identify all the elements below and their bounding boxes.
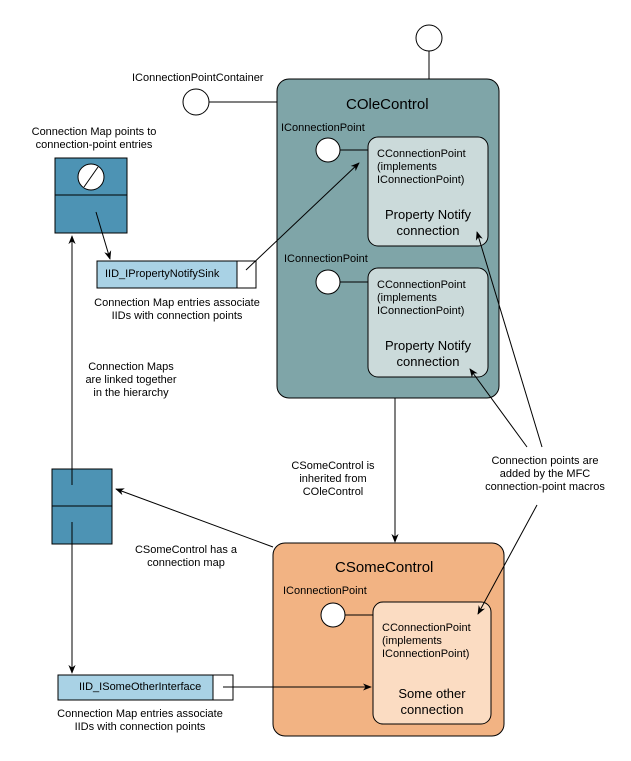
ole-cp2-interface-label: IConnectionPoint	[284, 253, 368, 265]
some-control-title: CSomeControl	[335, 559, 434, 576]
annotation-entries-associate-2: Connection Map entries associate IIDs wi…	[57, 708, 223, 733]
ole-cp1-class-text: CConnectionPoint (implements IConnection…	[377, 148, 466, 186]
annotation-inherited: CSomeControl is inherited from COleContr…	[291, 460, 375, 498]
some-cp-interface-label: IConnectionPoint	[283, 585, 367, 597]
null-pointer-slash	[83, 166, 99, 188]
ole-cp2-box	[367, 267, 489, 378]
entry1-to-cp-arrow	[245, 162, 360, 271]
ole-control-title: COleControl	[346, 96, 429, 113]
macro-arrow-cp1	[475, 231, 543, 448]
ole-cp1-lollipop	[315, 137, 341, 163]
iid-entry1-label: IID_IPropertyNotifySink	[105, 268, 220, 280]
some-cp-class-text: CConnectionPoint (implements IConnection…	[382, 622, 471, 660]
container-interface-lollipop	[182, 88, 210, 116]
macro-arrow-some-cp	[477, 504, 538, 615]
top-interface-lollipop	[415, 24, 443, 52]
iid-entry1-name-cell	[96, 260, 238, 289]
has-map-arrow	[115, 488, 274, 548]
iid-entry1-pointer-cell	[236, 260, 257, 289]
some-cp-box	[372, 601, 492, 725]
annotation-maps-linked: Connection Maps are linked together in t…	[85, 361, 177, 399]
container-interface-label: IConnectionPointContainer	[132, 72, 264, 84]
ole-cp2-class-text: CConnectionPoint (implements IConnection…	[377, 279, 466, 317]
annotation-entries-associate-1: Connection Map entries associate IIDs wi…	[94, 297, 260, 322]
some-cp-description: Some other connection	[398, 686, 466, 717]
ole-cp1-interface-label: IConnectionPoint	[281, 122, 365, 134]
annotation-has-map: CSomeControl has a connection map	[134, 544, 238, 569]
ole-cp1-description: Property Notify connection	[385, 207, 471, 238]
annotation-added-by-macros: Connection points are added by the MFC c…	[485, 455, 605, 493]
macro-arrow-cp2	[469, 368, 528, 448]
iid-entry2-label: IID_ISomeOtherInterface	[79, 681, 202, 693]
ole-cp2-lollipop	[315, 269, 341, 295]
iid-entry2-name-cell	[57, 674, 214, 701]
some-cp-lollipop	[320, 602, 346, 628]
annotation-map-points: Connection Map points to connection-poin…	[31, 126, 157, 151]
ole-cp2-description: Property Notify connection	[385, 338, 471, 369]
ole-cp1-box	[367, 136, 489, 247]
map-to-entry1-arrow	[95, 211, 112, 260]
